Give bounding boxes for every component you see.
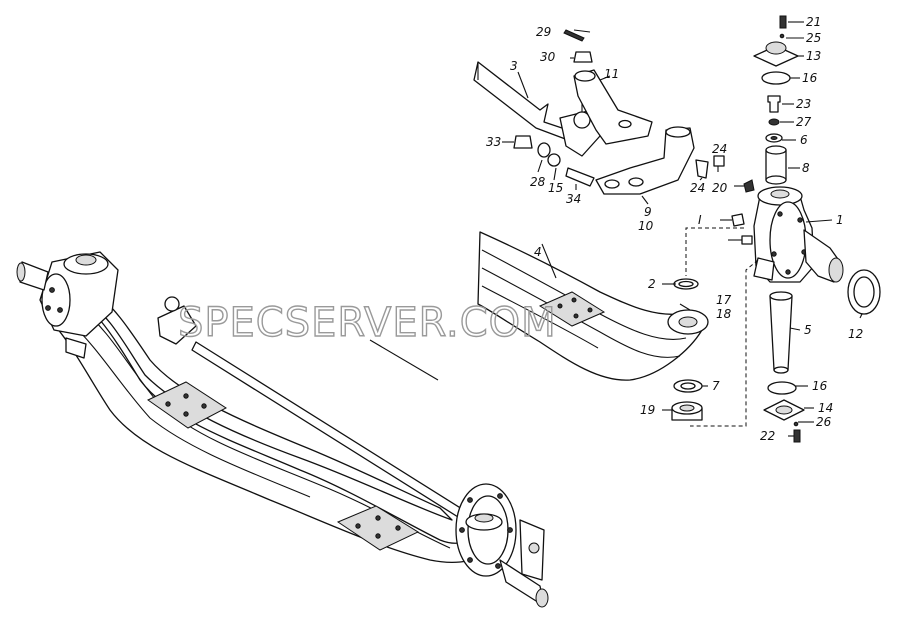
label-19: 19 — [640, 403, 655, 417]
bushing-15 — [547, 153, 561, 167]
left-steering-knuckle — [16, 251, 119, 359]
leader-lines — [502, 21, 863, 437]
label-20: 20 — [712, 181, 728, 195]
bolt-21-top — [779, 15, 787, 29]
bolt-33 — [731, 213, 745, 227]
label-9: 9 — [644, 205, 652, 219]
label-4: 4 — [534, 245, 542, 259]
washer-24-bottom — [793, 421, 799, 427]
o-ring-16-top — [761, 71, 791, 85]
label-29: 33 — [486, 135, 501, 149]
label-5: 5 — [804, 323, 812, 337]
assembly-leader — [369, 339, 439, 381]
axle-beam-section — [477, 231, 709, 421]
label-16a: 16 — [802, 71, 818, 85]
label-27: 29 — [536, 25, 551, 39]
label-7: 7 — [712, 379, 720, 393]
spring-pad-right — [336, 505, 420, 551]
washer-26 — [537, 142, 551, 158]
king-pin — [769, 295, 793, 371]
bolt-22 — [695, 159, 709, 179]
label-17: 17 — [716, 293, 732, 307]
tie-rod-end-left — [157, 305, 197, 345]
label-22b: 24 — [690, 181, 705, 195]
bolt-21-bottom — [793, 429, 801, 443]
label-33: I — [698, 213, 702, 227]
right-steering-knuckle — [455, 483, 549, 608]
watermark: SPECSERVER.COM — [178, 300, 557, 346]
steering-arm-lower — [595, 127, 695, 195]
front-axle-assembly — [16, 251, 549, 608]
steering-linkage — [473, 29, 755, 195]
label-13: 13 — [806, 49, 821, 63]
drag-link — [473, 61, 575, 141]
label-30: 34 — [566, 192, 581, 206]
bolt-22-top — [767, 95, 781, 113]
spring-pad-left — [147, 381, 227, 429]
pin-34 — [741, 235, 753, 245]
label-14: 14 — [818, 401, 833, 415]
label-23: 24 — [712, 142, 727, 156]
label-24b: 26 — [816, 415, 832, 429]
label-21b: 22 — [760, 429, 775, 443]
stud-30 — [565, 167, 595, 187]
nut-29 — [513, 135, 533, 149]
label-21a: 21 — [806, 15, 821, 29]
label-25: 27 — [796, 115, 812, 129]
part-labels: 29 30 3 11 33 28 15 34 9 10 24 24 20 I 4… — [486, 15, 863, 443]
label-15: 15 — [548, 181, 563, 195]
label-22a: 23 — [796, 97, 811, 111]
label-3: 3 — [510, 59, 518, 73]
label-2: 2 — [648, 277, 656, 291]
cotter-pin — [563, 29, 585, 42]
fitting-20 — [743, 179, 755, 193]
o-ring-16-bottom — [767, 381, 797, 395]
axle-beam-top-flange — [83, 289, 453, 521]
label-1: 1 — [836, 213, 844, 227]
label-26: 28 — [530, 175, 546, 189]
nut-23 — [713, 155, 725, 167]
label-24a: 25 — [806, 31, 821, 45]
steering-arm-upper — [573, 69, 653, 145]
label-12: 12 — [848, 327, 863, 341]
label-8: 8 — [802, 161, 810, 175]
washer-24-top — [779, 33, 785, 39]
label-10: 10 — [638, 219, 654, 233]
knuckle-exploded — [685, 15, 881, 443]
label-28: 30 — [540, 50, 556, 64]
label-18: 18 — [716, 307, 732, 321]
label-11: 11 — [604, 67, 619, 81]
label-16b: 16 — [812, 379, 828, 393]
ring-25 — [768, 118, 780, 126]
castle-nut — [573, 51, 593, 63]
label-6: 6 — [800, 133, 808, 147]
